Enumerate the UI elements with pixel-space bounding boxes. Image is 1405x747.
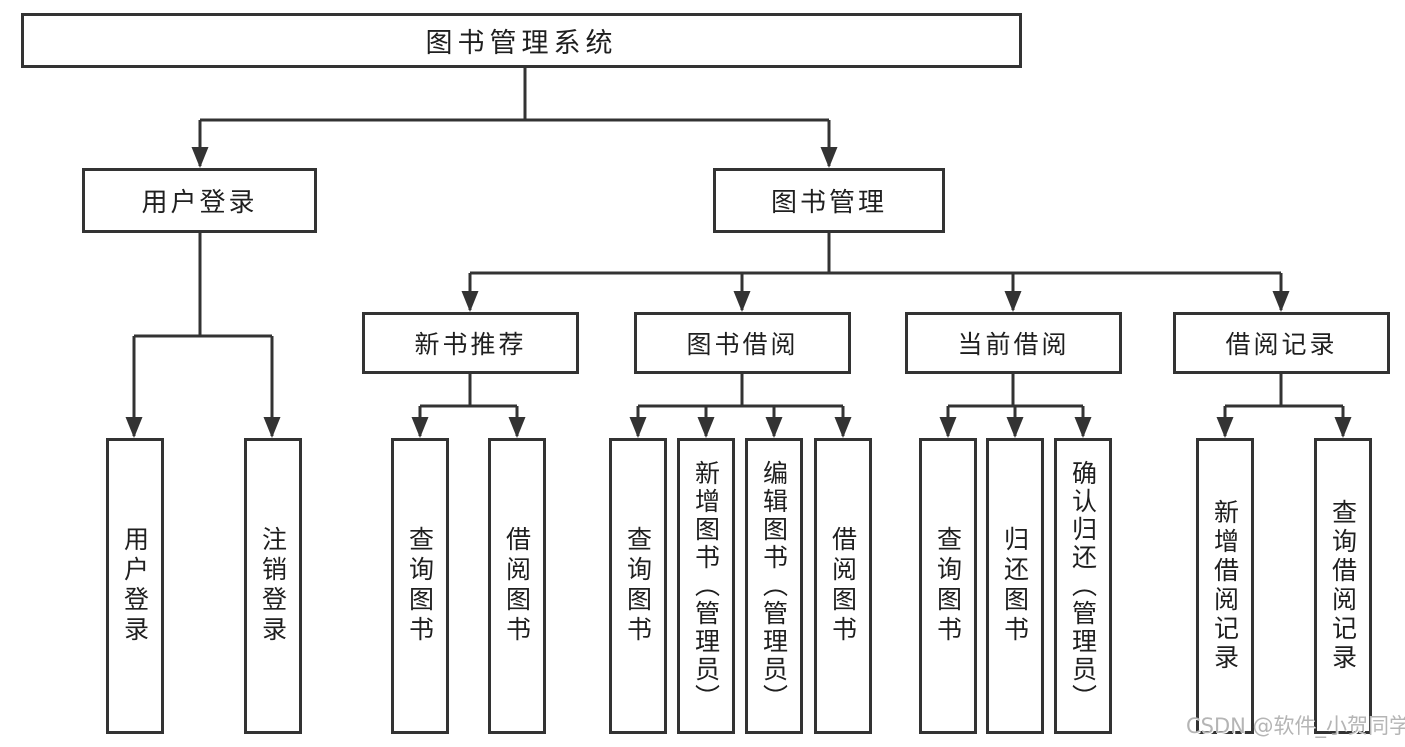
leaf-borrow-query-books: 查询图书 xyxy=(609,438,667,734)
leaf-current-query-books: 查询图书 xyxy=(919,438,977,734)
leaf-logout: 注销登录 xyxy=(244,438,302,734)
leaf-user-login: 用户登录 xyxy=(106,438,164,734)
node-book-management-group: 图书管理 xyxy=(713,168,945,233)
arrowheads xyxy=(125,147,1352,438)
leaf-records-add-record: 新增借阅记录 xyxy=(1196,438,1254,734)
leaf-newbook-query-books: 查询图书 xyxy=(391,438,449,734)
leaf-newbook-borrow-books: 借阅图书 xyxy=(488,438,546,734)
node-book-borrowing: 图书借阅 xyxy=(634,312,851,374)
connector-shafts xyxy=(132,68,1345,436)
leaf-current-confirm-return-admin: 确认归还（管理员） xyxy=(1054,438,1112,734)
leaf-current-return-books: 归还图书 xyxy=(986,438,1044,734)
leaf-borrow-borrow-books: 借阅图书 xyxy=(814,438,872,734)
leaf-records-query-record: 查询借阅记录 xyxy=(1314,438,1372,734)
node-current-borrowing: 当前借阅 xyxy=(905,312,1122,374)
leaf-borrow-add-books-admin: 新增图书（管理员） xyxy=(677,438,735,734)
watermark: CSDN @软件_小贺同学 xyxy=(1186,714,1405,738)
node-user-login-group: 用户登录 xyxy=(82,168,317,233)
node-root-system: 图书管理系统 xyxy=(21,13,1022,68)
leaf-borrow-edit-books-admin: 编辑图书（管理员） xyxy=(745,438,803,734)
node-new-book-recommend: 新书推荐 xyxy=(362,312,579,374)
node-borrowing-records: 借阅记录 xyxy=(1173,312,1390,374)
